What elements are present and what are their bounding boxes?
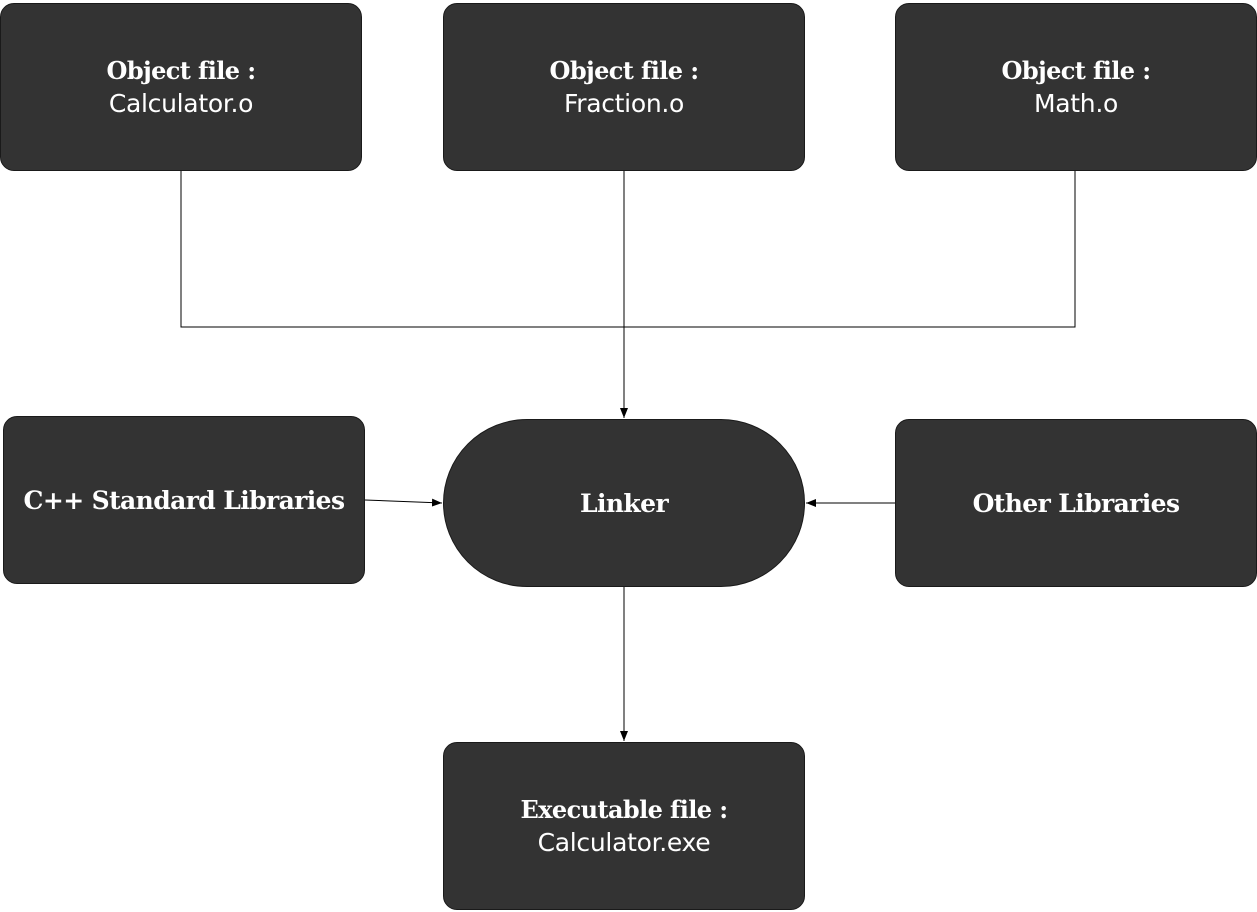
other-libraries-node: Other Libraries	[895, 419, 1257, 587]
linker-label: Linker	[579, 488, 669, 518]
linker-node: Linker	[443, 419, 805, 587]
object-file-math-node: Object file : Math.o	[895, 3, 1257, 171]
connector-calculator-to-merge	[180, 171, 624, 328]
object-file-fraction-node: Object file : Fraction.o	[443, 3, 805, 171]
executable-file-name: Calculator.exe	[537, 827, 711, 857]
cpp-standard-libraries-node: C++ Standard Libraries	[3, 416, 365, 584]
object-file-name: Fraction.o	[563, 88, 685, 118]
object-file-calculator-node: Object file : Calculator.o	[0, 3, 362, 171]
executable-file-heading: Executable file :	[520, 794, 729, 824]
other-libraries-label: Other Libraries	[972, 488, 1180, 518]
cpp-standard-libraries-label: C++ Standard Libraries	[23, 485, 345, 515]
object-file-heading: Object file :	[1001, 55, 1152, 85]
object-file-heading: Object file :	[549, 55, 700, 85]
executable-file-node: Executable file : Calculator.exe	[443, 742, 805, 910]
connector-math-to-merge	[624, 171, 1076, 328]
object-file-heading: Object file :	[106, 55, 257, 85]
object-file-name: Calculator.o	[108, 88, 254, 118]
object-file-name: Math.o	[1034, 88, 1118, 118]
connector-std-libs-to-linker-arrow	[364, 498, 443, 507]
